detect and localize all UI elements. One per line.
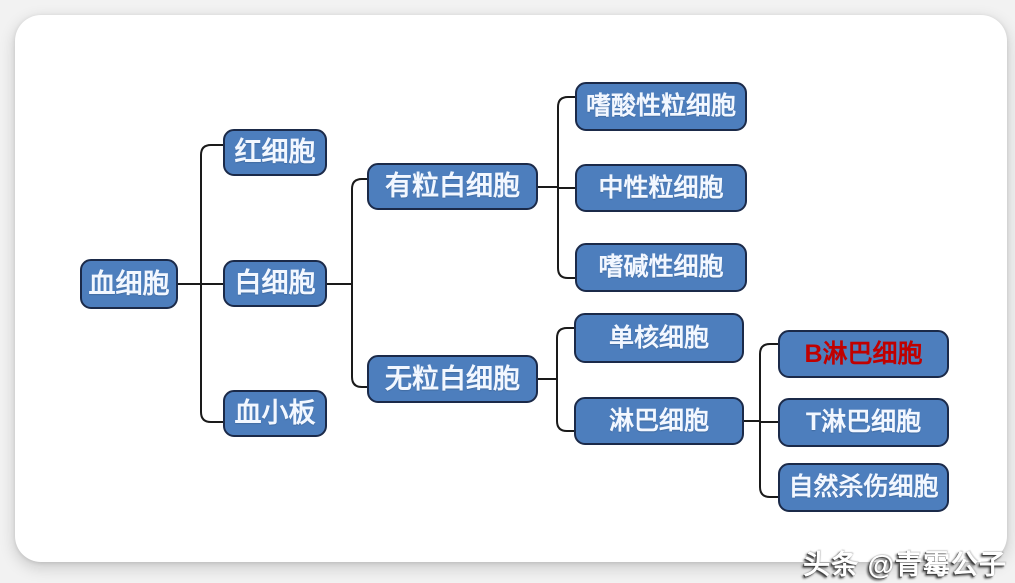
node-lymphocyte: 淋巴细胞 — [574, 397, 744, 445]
node-blood-cell: 血细胞 — [80, 259, 178, 309]
node-red-blood-cell: 红细胞 — [223, 129, 327, 176]
node-t-lymphocyte: T淋巴细胞 — [778, 398, 949, 447]
node-monocyte: 单核细胞 — [574, 313, 744, 363]
node-platelet: 血小板 — [223, 390, 327, 437]
node-granulocyte: 有粒白细胞 — [367, 163, 538, 210]
node-eosinophil: 嗜酸性粒细胞 — [575, 82, 747, 131]
watermark-text: 头条 @青霉公子 — [803, 550, 1007, 580]
node-white-blood-cell: 白细胞 — [223, 260, 327, 307]
node-basophil: 嗜碱性细胞 — [575, 243, 747, 292]
node-agranulocyte: 无粒白细胞 — [367, 355, 538, 403]
node-nk-cell: 自然杀伤细胞 — [778, 463, 949, 512]
node-b-lymphocyte: B淋巴细胞 — [778, 330, 949, 378]
node-neutrophil: 中性粒细胞 — [575, 164, 747, 212]
